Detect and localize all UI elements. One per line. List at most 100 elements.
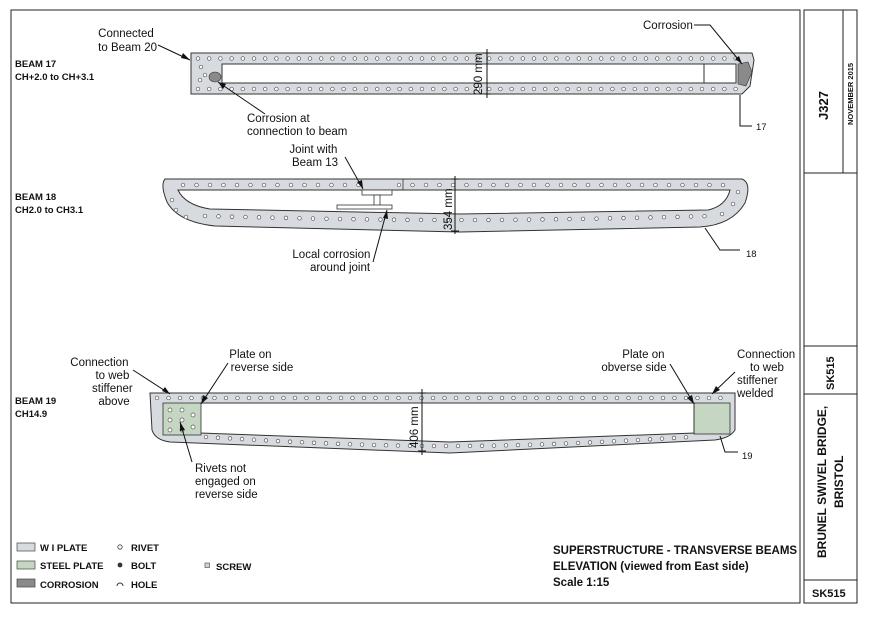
rivet [733,86,738,92]
rivet [545,182,550,188]
rivet [221,182,226,188]
beam-19-name: BEAM 19 [15,396,56,407]
rivet [666,86,671,92]
rivet [288,182,294,188]
rivet [263,56,268,61]
rivet [543,86,548,92]
rivet [311,440,317,445]
rivet [169,197,175,203]
rivet [621,86,626,92]
rivet [431,56,436,61]
rivet [418,217,424,223]
rivet [270,215,275,220]
rivet [378,217,383,222]
rivet [722,86,727,92]
rivet [189,395,194,401]
beam-17-number: 17 [756,122,767,133]
legend-swatch-steel-plate [16,560,36,570]
rivet [509,86,514,92]
rivet [442,86,447,92]
rivet [531,56,537,61]
rivet [599,439,605,445]
rivet [735,189,741,195]
legend-hole: HOLE [131,580,157,591]
rivet [302,182,307,188]
rivet [243,214,248,220]
beam-17-end-stiffener [703,63,737,84]
rivet [557,395,562,401]
project-name-line2: BRISTOL [832,456,846,508]
rivet [263,438,269,443]
beam-19-rivets [154,395,723,449]
rivet [487,56,492,61]
rivet [511,395,516,401]
rivet [475,86,481,92]
rivet [450,182,456,188]
rivet [479,443,485,448]
beam-19-note-connection-left: Connection to web stiffener above [70,357,136,408]
rivet [666,182,672,188]
rivet [207,182,213,188]
rivet [580,395,585,401]
beam-17-corrosion-left [208,71,222,83]
rivet [218,56,223,61]
rivet [661,214,667,220]
beam-19-number: 19 [742,451,753,462]
rivet [553,217,559,222]
rivet [612,182,618,188]
rivet [384,395,390,401]
rivet [373,395,378,401]
rivet [173,207,179,213]
rivet [408,56,413,61]
rivet [207,56,212,61]
drawing-scale: Scale 1:15 [553,577,610,589]
beam-19-chainage: CH14.9 [15,409,47,420]
rivet [407,443,413,448]
rivet [587,56,593,61]
rivet [229,214,235,219]
rivet [464,182,469,188]
rivet [576,86,581,92]
rivet [706,395,712,401]
rivet [498,86,503,92]
rivet [711,56,716,61]
rivet [218,86,223,92]
rivet [296,86,301,92]
rivet [443,443,449,449]
rivet [621,215,626,221]
rivet [275,182,280,188]
rivet [491,443,497,448]
rivet [554,86,559,92]
rivet [643,86,649,92]
rivet [195,56,201,61]
legend-swatch-wi-plate [16,542,36,552]
rivet [475,56,481,61]
beam-17-depth: 290 mm [473,53,485,95]
rivet [229,56,234,61]
rivet [296,56,301,61]
rivet [261,182,267,188]
rivet [324,216,329,221]
rivet [635,437,641,443]
rivet [352,56,357,61]
rivet [203,434,209,440]
rivet [307,56,313,61]
rivet [688,56,693,61]
rivet [239,436,245,442]
legend-steel-plate: STEEL PLATE [40,561,104,572]
rivet [263,86,268,92]
rivet [327,395,332,401]
beam-19: BEAM 19 CH14.9 406 mm Connection to web … [15,349,795,501]
rivet [565,86,570,92]
beam-17-corrosion-right [737,61,753,87]
rivet [285,86,290,92]
beam-19-note-plate-obverse: Plate on obverse side [601,349,667,374]
drawing-subtitle: ELEVATION (viewed from East side) [553,561,749,573]
rivet [513,217,518,222]
rivet [453,395,459,401]
rivet [455,443,461,449]
rivet [531,182,537,188]
rivet [611,439,617,444]
beam-17-chainage: CH+2.0 to CH+3.1 [15,72,95,83]
rivet [408,86,413,92]
